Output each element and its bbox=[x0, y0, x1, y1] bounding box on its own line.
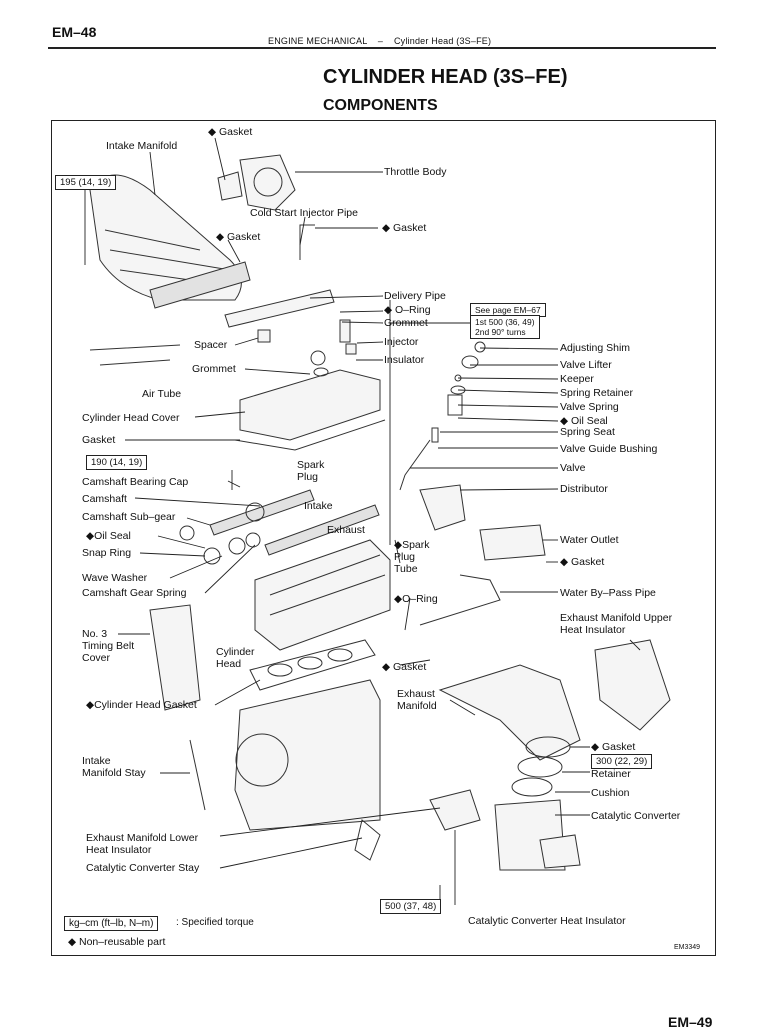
header-rule bbox=[48, 47, 716, 49]
label-gasket-im: ◆ Gasket bbox=[216, 231, 261, 243]
label-spark-plug: Spark Plug bbox=[297, 459, 325, 483]
label-grommet-1: Grommet bbox=[384, 317, 428, 329]
torque-bearing-cap: 190 (14, 19) bbox=[86, 455, 148, 470]
label-spacer: Spacer bbox=[194, 339, 228, 351]
torque-head-bolt-step1: 1st 500 (36, 49) bbox=[475, 317, 535, 327]
label-wave-washer: Wave Washer bbox=[82, 572, 148, 584]
cylinder-head-cover-drawing bbox=[234, 350, 386, 451]
label-valve: Valve bbox=[560, 462, 586, 474]
label-distributor: Distributor bbox=[560, 483, 608, 495]
label-cold-start-injector-pipe: Cold Start Injector Pipe bbox=[250, 207, 358, 219]
label-adjusting-shim: Adjusting Shim bbox=[560, 342, 631, 354]
label-oil-seal-cam: ◆Oil Seal bbox=[86, 530, 131, 542]
intake-manifold-stay-drawing bbox=[189, 739, 206, 811]
engine-block-drawing bbox=[234, 679, 381, 831]
diagram-frame bbox=[51, 120, 716, 956]
label-intake-manifold-stay: Intake Manifold Stay bbox=[82, 755, 146, 779]
label-oil-seal-valve: ◆ Oil Seal bbox=[560, 415, 608, 427]
label-retainer: Retainer bbox=[591, 768, 631, 780]
label-delivery-pipe: Delivery Pipe bbox=[384, 290, 446, 302]
catalytic-converter-stay-drawing bbox=[354, 819, 381, 861]
intake-manifold-drawing bbox=[89, 174, 251, 309]
torque-head-bolt-step2: 2nd 90° turns bbox=[475, 327, 526, 337]
timing-belt-cover-drawing bbox=[149, 604, 201, 711]
exhaust-manifold-lower-heat-insulator-drawing bbox=[429, 789, 481, 831]
subsection-name: Cylinder Head (3S–FE) bbox=[393, 36, 492, 46]
legend-torque-key: kg–cm (ft–lb, N–m) bbox=[64, 916, 159, 931]
water-outlet-drawing bbox=[479, 524, 546, 561]
label-camshaft-sub-gear: Camshaft Sub–gear bbox=[82, 511, 176, 523]
label-intake: Intake bbox=[304, 500, 333, 512]
label-o-ring-1: ◆ O–Ring bbox=[384, 304, 431, 316]
label-camshaft-gear-spring: Camshaft Gear Spring bbox=[82, 587, 187, 599]
page-title: CYLINDER HEAD (3S–FE) bbox=[323, 66, 568, 88]
label-valve-guide-bushing: Valve Guide Bushing bbox=[560, 443, 658, 455]
torque-exhaust: 500 (37, 48) bbox=[380, 899, 442, 914]
label-exhaust-manifold: Exhaust Manifold bbox=[397, 688, 437, 712]
torque-cat: 300 (22, 29) bbox=[591, 754, 653, 769]
cylinder-head-drawing bbox=[254, 539, 391, 651]
head-gasket-drawing bbox=[249, 639, 376, 691]
legend-nonreusable: ◆ Non–reusable part bbox=[68, 936, 166, 948]
page-number: EM–48 bbox=[52, 24, 97, 40]
label-insulator: Insulator bbox=[384, 354, 425, 366]
leader-lines bbox=[84, 137, 641, 905]
exhaust-manifold-upper-heat-insulator-drawing bbox=[594, 639, 671, 731]
camshafts-drawing bbox=[179, 489, 380, 565]
label-exhaust-manifold-upper-heat-insulator: Exhaust Manifold Upper Heat Insulator bbox=[560, 612, 673, 636]
label-gasket-csi: ◆ Gasket bbox=[382, 222, 427, 234]
label-camshaft-bearing-cap: Camshaft Bearing Cap bbox=[82, 476, 189, 488]
exhaust-manifold-drawing bbox=[438, 664, 581, 761]
label-gasket-wo: ◆ Gasket bbox=[560, 556, 605, 568]
label-cushion: Cushion bbox=[591, 787, 630, 799]
figure-code: EM3349 bbox=[674, 944, 701, 951]
next-page-number: EM–49 bbox=[668, 1014, 713, 1030]
label-valve-lifter: Valve Lifter bbox=[560, 359, 612, 371]
label-intake-manifold: Intake Manifold bbox=[106, 140, 178, 152]
label-exhaust-manifold-lower-heat-insulator: Exhaust Manifold Lower Heat Insulator bbox=[86, 832, 199, 856]
label-spring-seat: Spring Seat bbox=[560, 426, 615, 438]
label-exhaust: Exhaust bbox=[327, 524, 365, 536]
label-spark-plug-tube: ◆Spark Plug Tube bbox=[394, 539, 430, 575]
label-gasket-cc: ◆ Gasket bbox=[591, 741, 636, 753]
label-cylinder-head-gasket: ◆Cylinder Head Gasket bbox=[86, 699, 197, 711]
label-gasket-top: ◆ Gasket bbox=[208, 126, 253, 138]
torque-head-bolt-steps: 1st 500 (36, 49) 2nd 90° turns bbox=[470, 315, 540, 339]
label-water-bypass-pipe: Water By–Pass Pipe bbox=[560, 587, 656, 599]
catalytic-converter-drawing bbox=[494, 736, 581, 871]
label-snap-ring: Snap Ring bbox=[82, 547, 132, 559]
label-gasket-cover: Gasket bbox=[82, 434, 116, 446]
section-header: ENGINE MECHANICAL – Cylinder Head (3S–FE… bbox=[268, 36, 491, 46]
label-grommet-2: Grommet bbox=[192, 363, 236, 375]
label-gasket-exh: ◆ Gasket bbox=[382, 661, 427, 673]
label-spring-retainer: Spring Retainer bbox=[560, 387, 633, 399]
label-air-tube: Air Tube bbox=[142, 388, 182, 400]
label-throttle-body: Throttle Body bbox=[384, 166, 447, 178]
label-valve-spring: Valve Spring bbox=[560, 401, 619, 413]
torque-intake-manifold: 195 (14, 19) bbox=[55, 175, 117, 190]
page-subtitle: COMPONENTS bbox=[323, 97, 438, 114]
label-keeper: Keeper bbox=[560, 373, 594, 385]
label-cylinder-head: Cylinder Head bbox=[216, 646, 255, 670]
label-catalytic-converter-heat-insulator: Catalytic Converter Heat Insulator bbox=[468, 915, 626, 927]
label-catalytic-converter: Catalytic Converter bbox=[591, 810, 681, 822]
label-cylinder-head-cover: Cylinder Head Cover bbox=[82, 412, 180, 424]
label-o-ring-2: ◆O–Ring bbox=[394, 593, 438, 605]
section-name: ENGINE MECHANICAL bbox=[268, 36, 368, 46]
legend-torque-desc: : Specified torque bbox=[176, 917, 254, 928]
label-catalytic-converter-stay: Catalytic Converter Stay bbox=[86, 862, 200, 874]
label-no3-timing-belt-cover: No. 3 Timing Belt Cover bbox=[82, 628, 135, 664]
distributor-drawing bbox=[419, 484, 466, 531]
water-bypass-pipe-drawing bbox=[419, 574, 501, 626]
valve-train-drawing bbox=[399, 341, 486, 491]
label-water-outlet: Water Outlet bbox=[560, 534, 619, 546]
header-dash: – bbox=[377, 36, 384, 46]
throttle-body-drawing bbox=[217, 154, 296, 211]
delivery-pipe-drawing bbox=[89, 224, 357, 366]
label-camshaft: Camshaft bbox=[82, 493, 127, 505]
label-injector: Injector bbox=[384, 336, 419, 348]
